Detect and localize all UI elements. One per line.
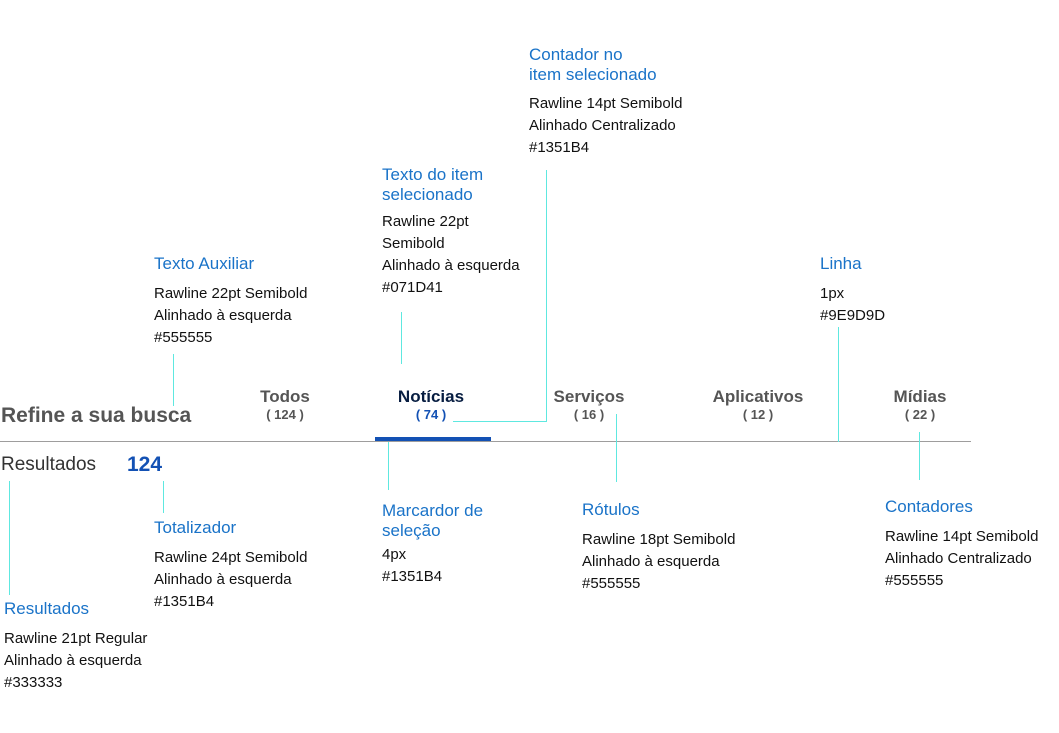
annotation-line: #555555 xyxy=(154,329,213,346)
annotation-line: #333333 xyxy=(4,674,63,691)
annotation-line: #1351B4 xyxy=(382,568,443,585)
annotation-texto-auxiliar: Texto Auxiliar Rawline 22pt Semibold Ali… xyxy=(154,254,307,349)
annotation-line: Alinhado à esquerda xyxy=(154,571,292,588)
annotation-line: Alinhado à esquerda xyxy=(382,257,520,274)
leader-auxiliar xyxy=(173,354,174,406)
divider-line xyxy=(0,441,971,442)
annotation-line: Rawline 18pt Semibold xyxy=(582,531,736,548)
annotation-line: Rawline 14pt Semibold xyxy=(885,528,1039,545)
annotation-title: selecionado xyxy=(382,185,473,204)
annotation-title: Texto Auxiliar xyxy=(154,254,255,273)
annotation-line: Rawline 14pt Semibold xyxy=(529,95,683,112)
annotation-line: #555555 xyxy=(885,572,944,589)
annotation-texto-selecionado: Texto do item selecionado Rawline 22pt S… xyxy=(382,165,520,299)
tab-midias[interactable]: Mídias ( 22 ) xyxy=(860,387,980,422)
tab-count: ( 124 ) xyxy=(266,407,304,422)
selection-marker xyxy=(375,437,491,441)
results-label: Resultados xyxy=(1,454,97,475)
tab-label: Mídias xyxy=(893,387,947,406)
annotation-line: Rawline 21pt Regular xyxy=(4,630,148,647)
refine-heading: Refine a sua busca xyxy=(1,404,192,427)
annotation-contador-selecionado: Contador no item selecionado Rawline 14p… xyxy=(529,45,682,159)
tab-count: ( 16 ) xyxy=(573,407,605,422)
annotation-line: #071D41 xyxy=(382,279,443,296)
annotation-contadores: Contadores Rawline 14pt Semibold Alinhad… xyxy=(885,497,1038,592)
annotation-line: Alinhado à esquerda xyxy=(154,307,292,324)
annotation-line: #555555 xyxy=(582,575,641,592)
annotation-line: 1px xyxy=(820,285,845,302)
annotation-rotulos: Rótulos Rawline 18pt Semibold Alinhado à… xyxy=(582,500,735,595)
annotation-resultados: Resultados Rawline 21pt Regular Alinhado… xyxy=(4,599,147,694)
annotation-title: Marcardor de xyxy=(382,501,484,520)
leader-resultados xyxy=(9,481,10,595)
annotation-title: Contador no xyxy=(529,45,623,64)
annotation-line: #1351B4 xyxy=(154,593,215,610)
annotation-title: Texto do item xyxy=(382,165,484,184)
leader-rotulos xyxy=(616,414,617,482)
annotation-title: Rótulos xyxy=(582,500,640,519)
tab-noticias[interactable]: Notícias ( 74 ) xyxy=(371,387,491,422)
tab-servicos[interactable]: Serviços ( 16 ) xyxy=(529,387,649,422)
annotation-line: Alinhado Centralizado xyxy=(529,117,676,134)
annotation-title: item selecionado xyxy=(529,65,657,84)
annotation-line: Rawline 22pt Semibold xyxy=(154,285,308,302)
leader-contadores xyxy=(919,432,920,480)
annotation-title: Linha xyxy=(820,254,862,273)
annotation-line: #9E9D9D xyxy=(820,307,886,324)
annotation-line: Rawline 24pt Semibold xyxy=(154,549,308,566)
annotation-linha: Linha 1px #9E9D9D xyxy=(820,254,885,327)
annotation-line: Alinhado à esquerda xyxy=(582,553,720,570)
tab-aplicativos[interactable]: Aplicativos ( 12 ) xyxy=(698,387,818,422)
annotation-line: Alinhado à esquerda xyxy=(4,652,142,669)
leader-marcador xyxy=(388,442,389,490)
annotation-line: Rawline 22pt xyxy=(382,213,469,230)
annotation-line: 4px xyxy=(382,546,407,563)
tab-label: Todos xyxy=(260,387,310,406)
leader-contador xyxy=(546,170,547,422)
tab-count-selected: ( 74 ) xyxy=(415,407,447,422)
annotation-totalizador: Totalizador Rawline 24pt Semibold Alinha… xyxy=(154,518,307,613)
tab-label: Serviços xyxy=(553,387,625,406)
annotation-line: Semibold xyxy=(382,235,445,252)
tab-label: Aplicativos xyxy=(712,387,804,406)
annotation-title: Contadores xyxy=(885,497,973,516)
leader-totalizador xyxy=(163,481,164,513)
leader-linha xyxy=(838,327,839,442)
annotation-title: seleção xyxy=(382,521,441,540)
annotation-line: #1351B4 xyxy=(529,139,590,156)
results-total: 124 xyxy=(127,453,163,476)
annotation-line: Alinhado Centralizado xyxy=(885,550,1032,567)
leader-contador-horizontal xyxy=(453,421,547,422)
annotation-marcador: Marcardor de seleção 4px #1351B4 xyxy=(382,501,483,588)
tab-count: ( 12 ) xyxy=(742,407,774,422)
annotation-title: Resultados xyxy=(4,599,90,618)
annotation-title: Totalizador xyxy=(154,518,237,537)
tab-label-selected: Notícias xyxy=(397,387,465,406)
tab-count: ( 22 ) xyxy=(904,407,936,422)
leader-texto-selecionado xyxy=(401,312,402,364)
tab-todos[interactable]: Todos ( 124 ) xyxy=(225,387,345,422)
